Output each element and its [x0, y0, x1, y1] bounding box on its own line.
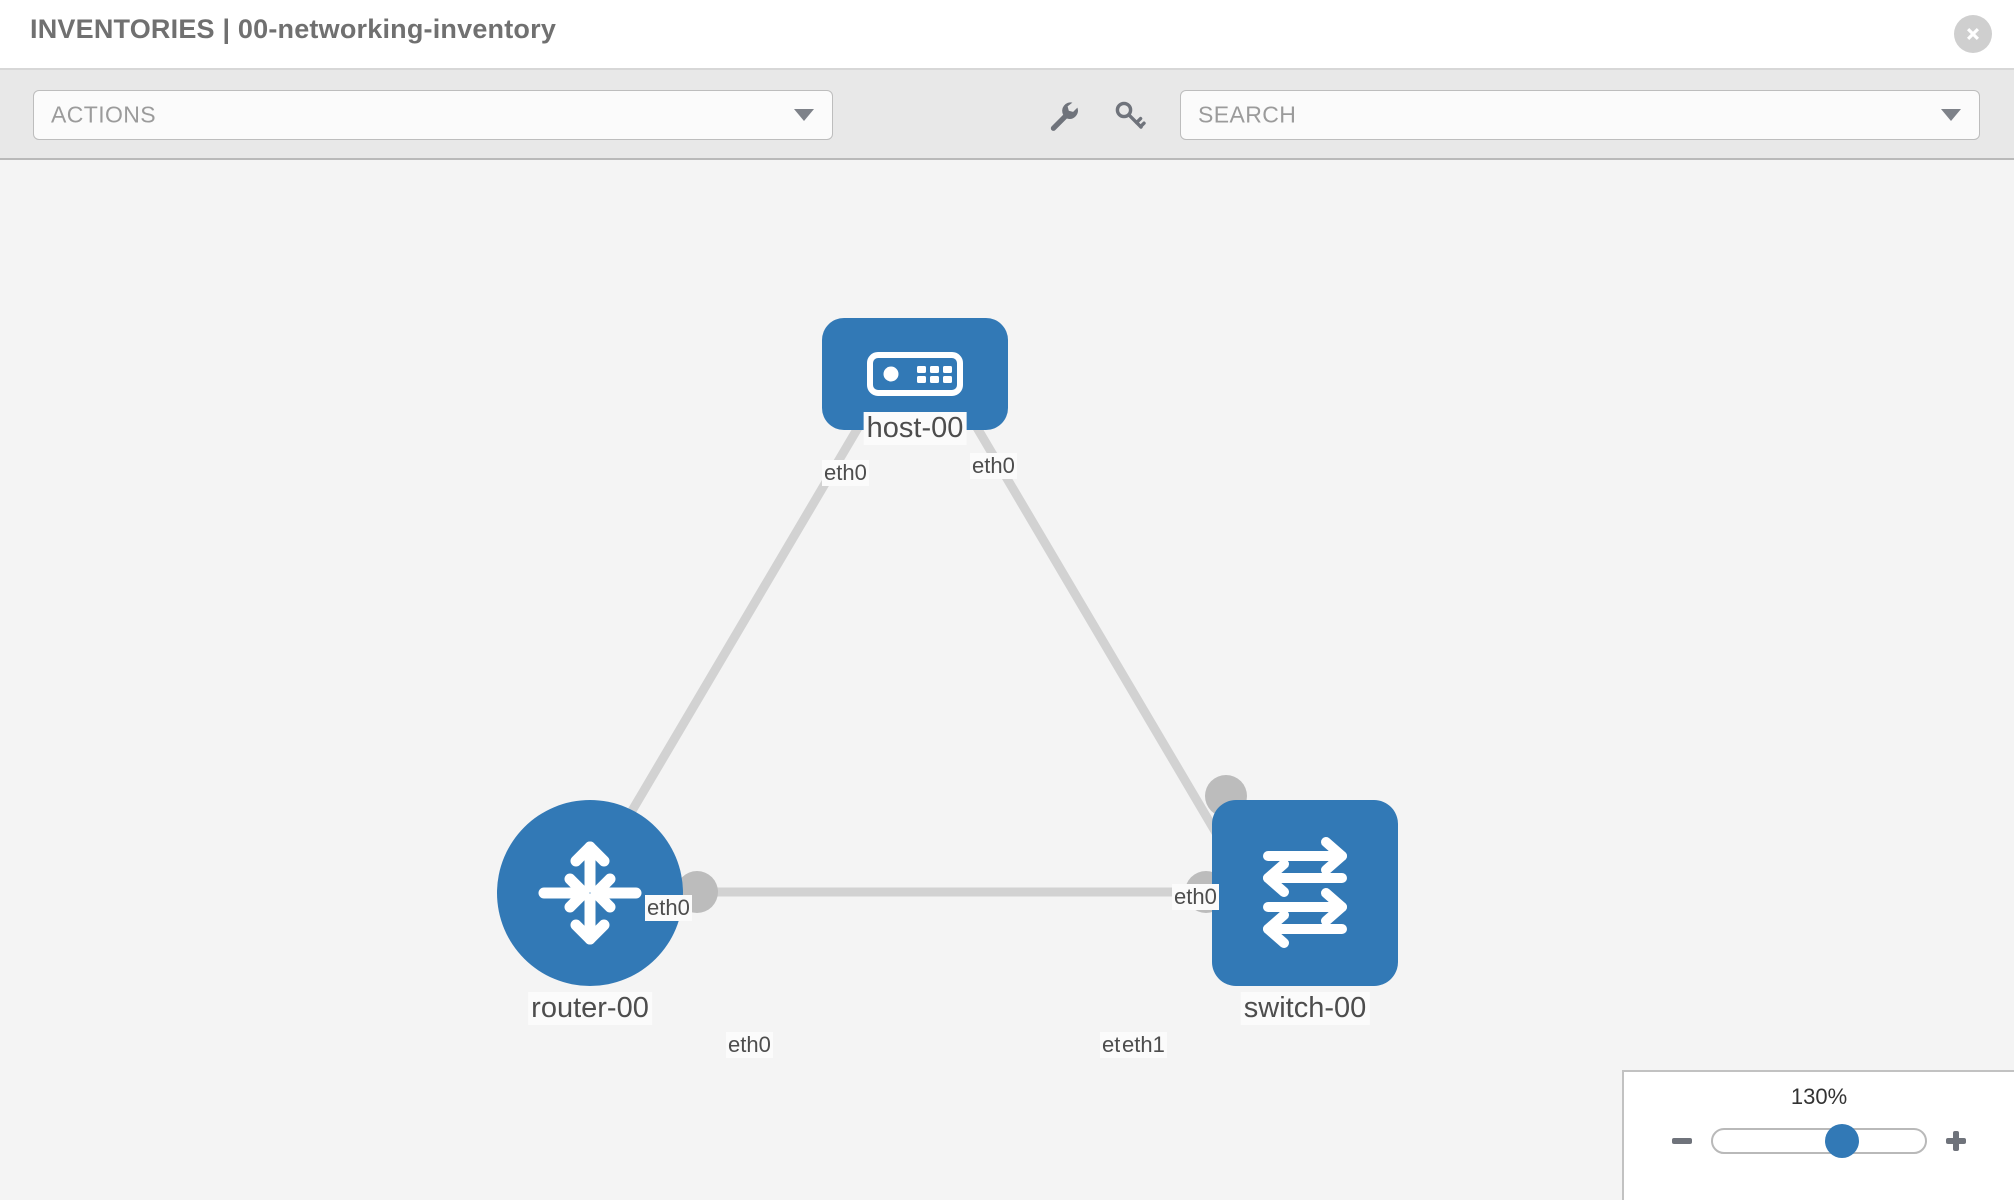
minus-icon	[1672, 1138, 1692, 1144]
plus-icon	[1946, 1131, 1966, 1151]
router-node-shape	[497, 800, 683, 986]
key-icon[interactable]	[1106, 92, 1152, 138]
interface-label-switch-left: eth1	[1120, 1032, 1167, 1058]
zoom-out-button[interactable]	[1667, 1126, 1697, 1156]
zoom-percentage-label: 130%	[1790, 1084, 1848, 1109]
topology-node-host-00[interactable]: host-00	[822, 318, 1008, 468]
topology-canvas[interactable]: host-00 router-00	[0, 160, 2014, 1200]
chevron-down-icon[interactable]	[1941, 109, 1961, 121]
interface-label-router-right: eth0	[726, 1032, 773, 1058]
page-title: INVENTORIES | 00-networking-inventory	[30, 14, 557, 44]
chevron-down-icon	[794, 109, 814, 121]
switch-node-shape	[1212, 800, 1398, 986]
interface-label-switch-up: eth0	[1172, 884, 1219, 910]
search-input[interactable]: SEARCH	[1180, 90, 1980, 140]
window-header: INVENTORIES | 00-networking-inventory	[0, 0, 2014, 70]
interface-label-router-up: eth0	[645, 895, 692, 921]
actions-dropdown[interactable]: ACTIONS	[33, 90, 833, 140]
node-label-host-00: host-00	[863, 412, 967, 445]
node-label-router-00: router-00	[528, 992, 652, 1025]
server-appliance-icon	[867, 352, 963, 396]
search-input-value: SEARCH	[1198, 101, 1297, 128]
close-icon[interactable]	[1954, 15, 1992, 53]
topology-node-switch-00[interactable]: switch-00	[1212, 800, 1398, 1050]
topology-links	[595, 377, 1240, 897]
zoom-slider-thumb[interactable]	[1825, 1124, 1860, 1158]
toolbar: ACTIONS SEARCH	[0, 70, 2014, 160]
switch-arrows-icon	[1263, 837, 1347, 948]
zoom-slider-track[interactable]	[1711, 1124, 1927, 1158]
zoom-control-panel: 130%	[1622, 1070, 2014, 1200]
wrench-icon[interactable]	[1040, 92, 1086, 138]
node-label-switch-00: switch-00	[1240, 992, 1370, 1025]
actions-dropdown-label: ACTIONS	[51, 101, 157, 128]
router-arrows-icon	[538, 841, 642, 945]
zoom-in-button[interactable]	[1941, 1126, 1971, 1156]
host-node-shape	[822, 318, 1008, 430]
interface-label-host-left: eth0	[822, 460, 869, 486]
topology-node-router-00[interactable]: router-00	[497, 800, 683, 1050]
zoom-slider-row	[1624, 1120, 2014, 1162]
interface-label-host-right: eth0	[970, 453, 1017, 479]
